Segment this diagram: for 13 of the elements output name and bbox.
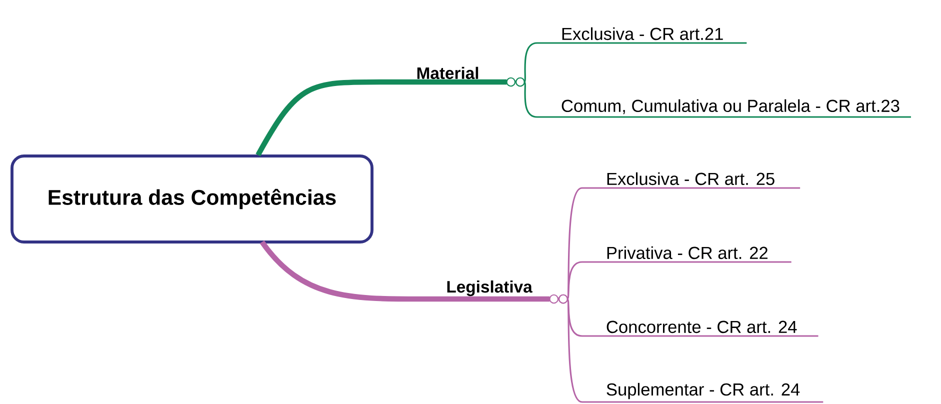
topic-label: Exclusiva - CR art.21 xyxy=(562,27,723,40)
connector-line xyxy=(260,240,559,304)
branch-label: Legislativa xyxy=(447,280,532,296)
topic-label: Exclusiva - CR art. 25 xyxy=(607,172,774,186)
connector-line xyxy=(516,77,911,118)
branch-label: Material xyxy=(417,66,478,80)
connector-line xyxy=(256,77,516,156)
topic-label: Privativa - CR art. 22 xyxy=(607,246,768,260)
topic-label: Comum, Cumulativa ou Paralela - CR art.23 xyxy=(562,99,900,114)
topic-label: Suplementar - CR art. 24 xyxy=(606,382,800,400)
topic-label: Concorrente - CR art. 24 xyxy=(606,320,797,334)
connector-line xyxy=(558,294,824,403)
central-topic-box: Estrutura das Competências xyxy=(10,154,374,244)
